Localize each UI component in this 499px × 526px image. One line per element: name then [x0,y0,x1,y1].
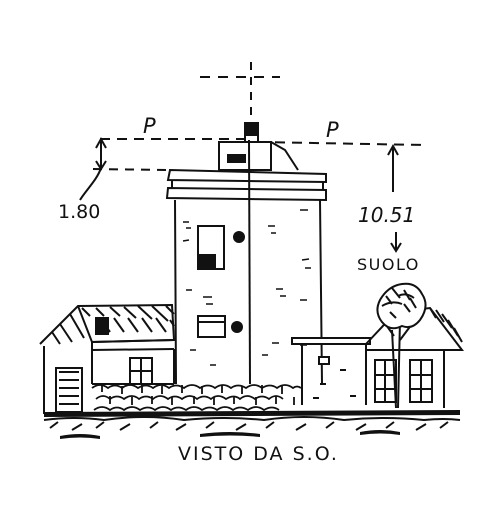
caption-visto-da-so: VISTO DA S.O. [178,443,339,465]
stone-wall [91,384,302,412]
tower-vent-lower [231,321,243,333]
plane-label-left: P [143,114,156,138]
left-farmhouse [39,303,176,414]
right-farmhouse [365,306,465,408]
plane-label-right: P [326,118,339,142]
ground-arrow [390,232,402,253]
elevation-label-1-80: 1.80 [58,201,100,223]
elevation-label-10-51: 10.51 [358,203,415,227]
ground-shadow [44,410,460,439]
dimension-10-51 [387,143,399,192]
tower [165,122,327,385]
tower-vent-upper [233,231,245,243]
right-annex [291,337,371,405]
ground-label-suolo: SUOLO [357,255,420,274]
tree [376,282,427,409]
reference-axis-cross [200,62,280,122]
dimension-1-80 [79,136,169,201]
plane-line-p [100,138,426,146]
